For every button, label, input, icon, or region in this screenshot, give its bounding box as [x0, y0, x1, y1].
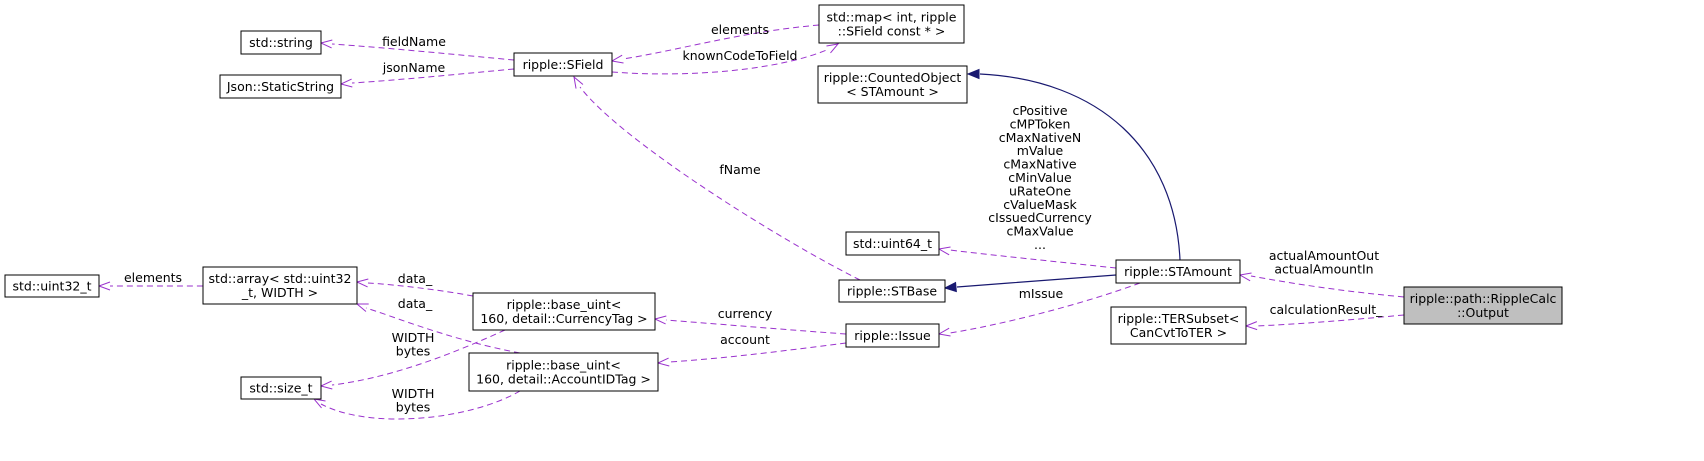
node-json-static-string[interactable]: Json::StaticString	[219, 74, 342, 99]
edge-label-account-line-1: account	[720, 332, 770, 347]
edge-stamount-to-counted-object	[966, 68, 1181, 261]
node-tersubset-label-line-2: CanCvtToTER >	[1130, 325, 1227, 340]
node-issue-label-line-1: ripple::Issue	[854, 328, 931, 343]
node-output-label-line-2: ::Output	[1457, 305, 1509, 320]
edge-stamount-to-stbase	[943, 274, 1117, 293]
node-base-uint-currency-label-line-2: 160, detail::CurrencyTag >	[480, 311, 647, 326]
diagram-edge-labels: fieldName jsonName elements knownCodeToFiel…	[124, 22, 1383, 414]
edge-label-data-account: data_	[398, 296, 433, 311]
node-std-string-label-line-1: std::string	[249, 35, 313, 50]
node-sfield-label-line-1: ripple::SField	[523, 57, 604, 72]
edge-label-known-code-line-1: knownCodeToField	[683, 48, 798, 63]
node-std-map-label-line-2: ::SField const * >	[838, 24, 946, 39]
edge-sfield-to-std-map	[611, 43, 840, 75]
node-base-uint-currency[interactable]: ripple::base_uint<160, detail::CurrencyT…	[472, 292, 656, 331]
node-base-uint-account[interactable]: ripple::base_uint<160, detail::AccountID…	[468, 352, 659, 392]
node-std-uint32-label-line-1: std::uint32_t	[12, 279, 91, 294]
edge-label-calculation-result: calculationResult_	[1270, 302, 1384, 317]
edge-output-to-tersubset	[1244, 314, 1405, 331]
edge-label-field-name: fieldName	[382, 34, 446, 49]
node-stbase[interactable]: ripple::STBase	[838, 279, 946, 303]
node-base-uint-account-label-line-2: 160, detail::AccountIDTag >	[476, 372, 651, 387]
node-output[interactable]: ripple::path::RippleCalc::Output	[1403, 286, 1563, 325]
edge-label-elements-array-line-1: elements	[124, 270, 182, 285]
edge-label-field-name-line-1: fieldName	[382, 34, 446, 49]
edge-label-fname: fName	[719, 162, 761, 177]
edge-label-uint64-members-line-9: cIssuedCurrency	[988, 210, 1092, 225]
edge-label-width-bytes-account-line-2: bytes	[396, 399, 430, 414]
node-std-size-t[interactable]: std::size_t	[240, 376, 322, 400]
edge-stamount-to-std-uint64	[937, 246, 1117, 269]
node-std-array-label-line-1: std::array< std::uint32	[209, 271, 352, 286]
edge-label-uint64-members-line-4: mValue	[1017, 143, 1064, 158]
edge-output-to-stamount	[1238, 272, 1405, 298]
edge-label-uint64-members-line-1: cPositive	[1012, 103, 1067, 118]
edge-label-known-code: knownCodeToField	[683, 48, 798, 63]
edge-label-data-currency: data_	[398, 271, 433, 286]
node-base-uint-currency-label-line-1: ripple::base_uint<	[507, 297, 622, 312]
node-tersubset-label-line-1: ripple::TERSubset<	[1118, 311, 1240, 326]
edge-label-data-account-line-1: data_	[398, 296, 433, 311]
node-stbase-label-line-1: ripple::STBase	[847, 284, 937, 299]
edge-label-uint64-members-line-2: cMPToken	[1010, 116, 1071, 131]
edge-label-account: account	[720, 332, 770, 347]
node-std-uint64[interactable]: std::uint64_t	[845, 231, 940, 256]
node-std-uint32[interactable]: std::uint32_t	[4, 274, 100, 298]
node-std-string[interactable]: std::string	[240, 30, 322, 55]
edge-label-elements-map-line-1: elements	[711, 22, 769, 37]
edge-label-uint64-members-line-6: cMinValue	[1008, 170, 1072, 185]
edge-label-uint64-members-line-8: cValueMask	[1003, 197, 1077, 212]
node-std-uint64-label-line-1: std::uint64_t	[853, 236, 932, 251]
node-std-array[interactable]: std::array< std::uint32_t, WIDTH >	[202, 266, 358, 305]
node-counted-object[interactable]: ripple::CountedObject< STAmount >	[817, 65, 968, 104]
edge-label-actual-amount-line-2: actualAmountIn	[1274, 261, 1373, 276]
edge-label-currency-line-1: currency	[718, 306, 773, 321]
node-std-map-label-line-1: std::map< int, ripple	[827, 10, 957, 25]
node-counted-object-label-line-2: < STAmount >	[846, 84, 939, 99]
node-json-static-string-label-line-1: Json::StaticString	[226, 79, 334, 94]
diagram-edges	[97, 24, 1405, 420]
node-base-uint-account-label-line-1: ripple::base_uint<	[506, 358, 621, 373]
edge-label-width-bytes-currency-line-1: WIDTH	[392, 330, 435, 345]
node-std-map[interactable]: std::map< int, ripple::SField const * >	[818, 4, 965, 44]
edge-label-fname-line-1: fName	[719, 162, 761, 177]
edge-label-calculation-result-line-1: calculationResult_	[1270, 302, 1384, 317]
edge-label-data-currency-line-1: data_	[398, 271, 433, 286]
edge-label-uint64-members-line-11: ...	[1034, 237, 1046, 252]
node-counted-object-label-line-1: ripple::CountedObject	[824, 70, 962, 85]
node-std-size-t-label-line-1: std::size_t	[249, 381, 312, 396]
node-tersubset[interactable]: ripple::TERSubset<CanCvtToTER >	[1110, 306, 1247, 345]
node-stamount[interactable]: ripple::STAmount	[1115, 259, 1241, 284]
edge-label-uint64-members: cPositivecMPTokencMaxNativeNmValuecMaxNa…	[988, 103, 1092, 252]
edge-label-uint64-members-line-10: cMaxValue	[1006, 224, 1073, 239]
edge-label-actual-amount-line-1: actualAmountOut	[1269, 248, 1379, 263]
edge-label-uint64-members-line-3: cMaxNativeN	[999, 130, 1082, 145]
edge-label-uint64-members-line-5: cMaxNative	[1003, 157, 1076, 172]
edge-label-elements-map: elements	[711, 22, 769, 37]
edge-stbase-to-sfield	[573, 75, 861, 281]
node-sfield[interactable]: ripple::SField	[513, 52, 613, 77]
edge-label-width-bytes-currency-line-2: bytes	[396, 343, 430, 358]
edge-label-currency: currency	[718, 306, 773, 321]
node-output-label-line-1: ripple::path::RippleCalc	[1410, 291, 1557, 306]
edge-label-uint64-members-line-7: uRateOne	[1009, 183, 1071, 198]
edge-label-missue: mIssue	[1019, 286, 1064, 301]
node-std-array-label-line-2: _t, WIDTH >	[241, 285, 318, 300]
node-stamount-label-line-1: ripple::STAmount	[1124, 264, 1232, 279]
edge-label-missue-line-1: mIssue	[1019, 286, 1064, 301]
edge-label-width-bytes-account-line-1: WIDTH	[392, 386, 435, 401]
edge-label-json-name: jsonName	[382, 60, 446, 75]
edge-label-elements-array: elements	[124, 270, 182, 285]
edge-label-json-name-line-1: jsonName	[382, 60, 446, 75]
node-issue[interactable]: ripple::Issue	[845, 323, 940, 348]
